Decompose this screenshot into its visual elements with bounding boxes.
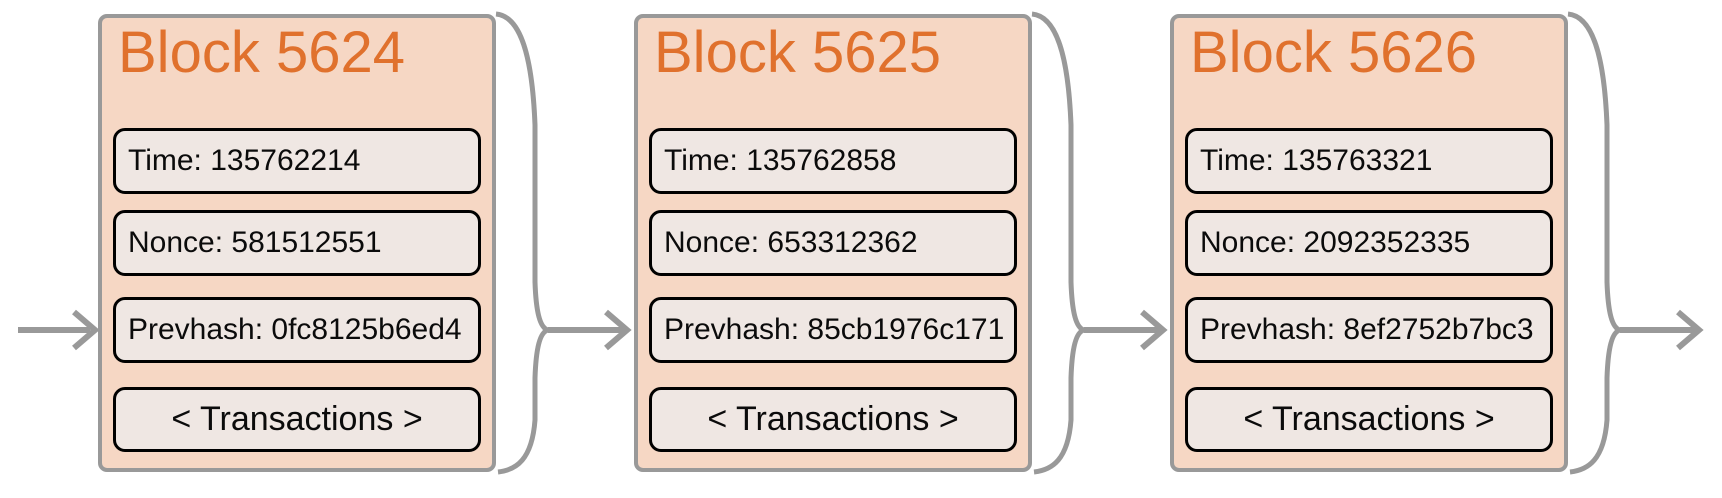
arrow-right-icon	[1084, 309, 1168, 351]
transactions-button[interactable]: < Transactions >	[1185, 387, 1553, 452]
nonce-field: Nonce: 653312362	[649, 210, 1017, 276]
time-field: Time: 135763321	[1185, 128, 1553, 194]
curly-brace-icon	[495, 11, 550, 475]
block-title: Block 5624	[118, 20, 405, 85]
nonce-field: Nonce: 581512551	[113, 210, 481, 276]
block-card: Block 5624 Time: 135762214 Nonce: 581512…	[98, 14, 496, 472]
arrow-right-icon	[1620, 309, 1704, 351]
curly-brace-icon	[1567, 11, 1622, 475]
time-field: Time: 135762858	[649, 128, 1017, 194]
prevhash-field: Prevhash: 0fc8125b6ed4	[113, 297, 481, 363]
block-card: Block 5625 Time: 135762858 Nonce: 653312…	[634, 14, 1032, 472]
block-card: Block 5626 Time: 135763321 Nonce: 209235…	[1170, 14, 1568, 472]
block-title: Block 5625	[654, 20, 941, 85]
prevhash-field: Prevhash: 8ef2752b7bc3	[1185, 297, 1553, 363]
time-field: Time: 135762214	[113, 128, 481, 194]
block-title: Block 5626	[1190, 20, 1477, 85]
curly-brace-icon	[1031, 11, 1086, 475]
arrow-right-icon	[18, 309, 100, 351]
arrow-right-icon	[548, 309, 632, 351]
nonce-field: Nonce: 2092352335	[1185, 210, 1553, 276]
prevhash-field: Prevhash: 85cb1976c171	[649, 297, 1017, 363]
transactions-button[interactable]: < Transactions >	[649, 387, 1017, 452]
transactions-button[interactable]: < Transactions >	[113, 387, 481, 452]
